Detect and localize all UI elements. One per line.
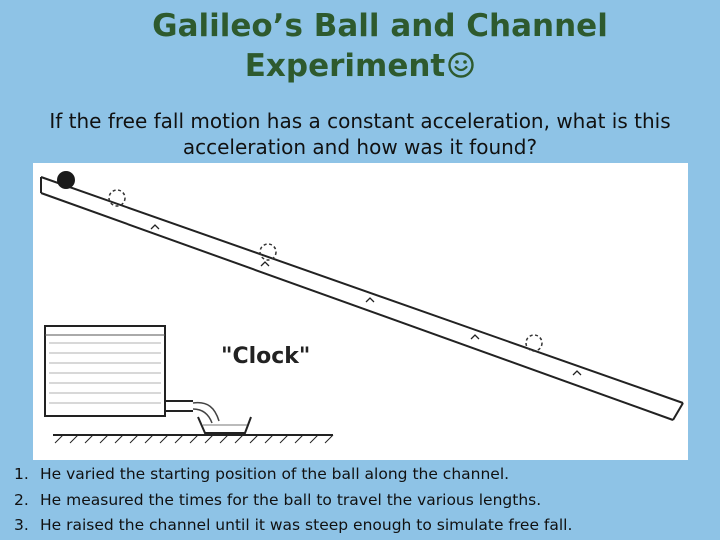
water-stream [192, 401, 220, 424]
title-line-1: Galileo’s Ball and Channel [152, 8, 608, 44]
title-line-2-wrap: Experiment [245, 46, 476, 89]
ball-position-3 [525, 334, 543, 352]
slide-title: Galileo’s Ball and Channel Experiment [0, 6, 720, 89]
illustration-svg: "Clock" [40, 171, 684, 444]
inclined-channel [40, 176, 684, 421]
list-item: 1.He varied the starting position of the… [14, 465, 510, 483]
ball-position-1 [108, 189, 126, 207]
list-item: 2.He measured the times for the ball to … [14, 490, 542, 509]
experiment-illustration: "Clock" [33, 163, 688, 460]
ball-position-2 [259, 243, 277, 261]
collecting-dish [197, 416, 252, 434]
water-tank [44, 325, 193, 417]
steps-list: 1.He varied the starting position of the… [14, 462, 714, 539]
ground [53, 434, 334, 444]
list-item: 3.He raised the channel until it was ste… [14, 516, 573, 534]
question-text: If the free fall motion has a constant a… [49, 109, 671, 159]
smiley-face-icon [447, 49, 475, 89]
clock-label: "Clock" [221, 344, 310, 369]
title-line-2: Experiment [244, 48, 446, 84]
ball-start [57, 171, 75, 189]
